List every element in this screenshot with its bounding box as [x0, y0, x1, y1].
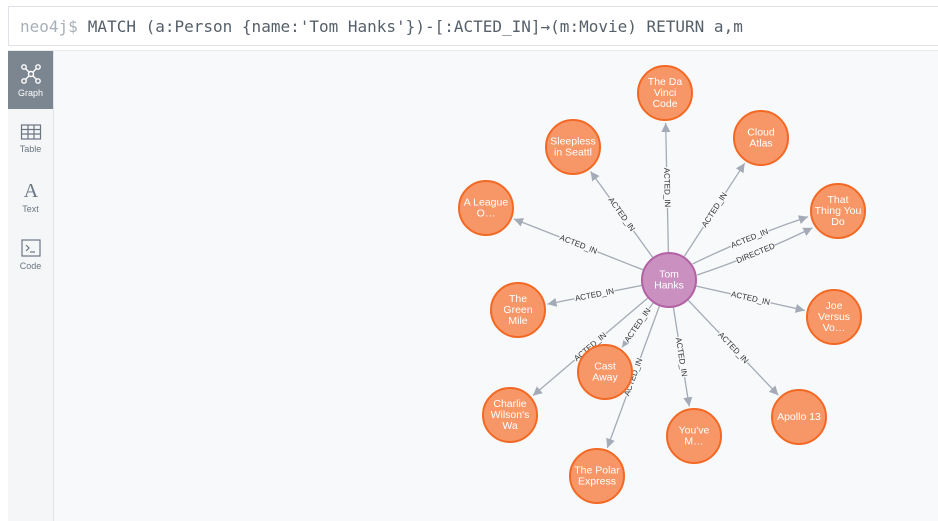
code-icon	[20, 238, 41, 257]
sidebar-item-graph[interactable]: Graph	[8, 51, 53, 109]
node-circle	[577, 344, 633, 400]
node-caption: O…	[477, 208, 496, 220]
node-circle	[806, 289, 862, 345]
node-caption: Cast	[594, 361, 616, 373]
node-caption: Do	[831, 216, 845, 228]
graph-icon	[20, 63, 41, 84]
movie-node-youve[interactable]: You'veM…	[666, 408, 722, 464]
sidebar-item-label: Text	[22, 203, 39, 214]
node-caption: Charlie	[493, 398, 526, 410]
node-circle	[733, 110, 789, 166]
node-caption: Wilson's	[491, 409, 530, 421]
node-circle	[569, 448, 625, 504]
node-caption: You've	[679, 425, 710, 437]
node-caption: Atlas	[749, 138, 772, 150]
movie-node-joe[interactable]: JoeVersusVo…	[806, 289, 862, 345]
sidebar-item-text[interactable]: A Text	[8, 167, 53, 225]
node-circle	[637, 65, 693, 121]
sidebar-item-label: Code	[19, 260, 42, 271]
sidebar-item-table[interactable]: Table	[8, 109, 53, 167]
node-circle	[545, 119, 601, 175]
node-caption: Sleepless	[550, 136, 596, 148]
node-caption: Apollo 13	[777, 411, 821, 423]
node-caption: Joe	[826, 300, 843, 312]
node-caption: Code	[652, 98, 677, 110]
sidebar-item-label: Table	[19, 143, 42, 154]
table-icon	[20, 123, 41, 140]
node-caption: M…	[684, 436, 703, 448]
node-caption: A League	[464, 197, 509, 209]
node-caption: Mile	[508, 315, 527, 327]
node-caption: Express	[578, 476, 616, 488]
sidebar-item-code[interactable]: Code	[8, 225, 53, 283]
result-frame: Graph Table A Text	[8, 50, 938, 521]
node-caption: The Da	[648, 76, 683, 88]
node-caption: That	[827, 194, 848, 206]
node-caption: The	[509, 293, 527, 305]
node-caption: Cloud	[747, 127, 775, 139]
node-caption: Green	[503, 304, 532, 316]
node-caption: Vo…	[823, 322, 846, 334]
movie-node-apollo[interactable]: Apollo 13	[771, 389, 827, 445]
node-circle	[482, 387, 538, 443]
node-caption: in Seattl	[554, 147, 592, 159]
node-caption: Tom	[659, 269, 679, 281]
sidebar-item-label: Graph	[17, 87, 43, 98]
node-caption: Vinci	[654, 87, 677, 99]
node-caption: Versus	[818, 311, 850, 323]
node-circle	[490, 282, 546, 338]
node-caption: The Polar	[574, 465, 620, 477]
node-caption: Away	[592, 372, 618, 384]
text-icon: A	[23, 180, 38, 201]
query-editor[interactable]: neo4j$ MATCH (a:Person {name:'Tom Hanks'…	[8, 6, 938, 46]
node-circle	[810, 183, 866, 239]
query-text[interactable]: MATCH (a:Person {name:'Tom Hanks'})-[:AC…	[87, 16, 743, 36]
node-circle	[666, 408, 722, 464]
node-caption: Thing You	[815, 205, 862, 217]
node-circle	[458, 180, 514, 236]
node-circle	[771, 389, 827, 445]
node-caption: Wa	[502, 420, 518, 432]
view-sidebar: Graph Table A Text	[8, 51, 54, 521]
node-circle	[641, 252, 697, 308]
movie-node-league[interactable]: A LeagueO…	[458, 180, 514, 236]
query-prompt: neo4j$	[20, 16, 78, 36]
svg-text:A: A	[23, 180, 38, 201]
node-caption: Hanks	[654, 280, 684, 292]
